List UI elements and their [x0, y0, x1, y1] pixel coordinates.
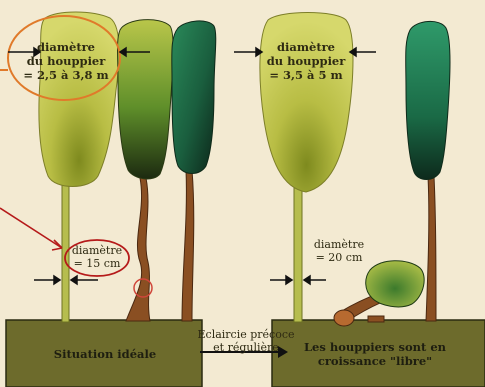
crown-diameter-right-line3: = 3,5 à 5 m: [258, 68, 354, 82]
trunk-diameter-left-line2: = 15 cm: [64, 257, 130, 270]
trunk-diameter-right-line1: diamètre: [306, 238, 372, 251]
red-pointer: [0, 208, 62, 248]
crown-diameter-label-right: diamètre du houppier = 3,5 à 5 m: [258, 40, 354, 82]
crown-diameter-right-line1: diamètre: [258, 40, 354, 54]
caption-right-line2: croissance "libre": [290, 354, 460, 368]
thinning-action-label: Eclaircie précoce et régulière: [196, 328, 296, 354]
trunk-diameter-label-right: diamètre = 20 cm: [306, 238, 372, 264]
caption-left: Situation idéale: [40, 347, 170, 361]
caption-right: Les houppiers sont en croissance "libre": [290, 340, 460, 368]
felled-tree: [334, 261, 424, 326]
thinning-action-line2: et régulière: [196, 341, 296, 354]
crown-diameter-right-line2: du houppier: [258, 54, 354, 68]
thinning-action-line1: Eclaircie précoce: [196, 328, 296, 341]
trunk-diameter-label-left: diamètre = 15 cm: [64, 244, 130, 270]
crown-diameter-left-line1: diamètre: [20, 40, 112, 54]
crown-diameter-left-line2: du houppier: [20, 54, 112, 68]
trunk-diameter-left-line1: diamètre: [64, 244, 130, 257]
crown-diameter-left-line3: = 2,5 à 3,8 m: [20, 68, 112, 82]
dark-tree-left: [172, 21, 216, 321]
dominated-tree-left: [118, 20, 174, 321]
crown-diameter-label-left: diamètre du houppier = 2,5 à 3,8 m: [20, 40, 112, 82]
trunk-diameter-right-line2: = 20 cm: [306, 251, 372, 264]
caption-right-line1: Les houppiers sont en: [290, 340, 460, 354]
